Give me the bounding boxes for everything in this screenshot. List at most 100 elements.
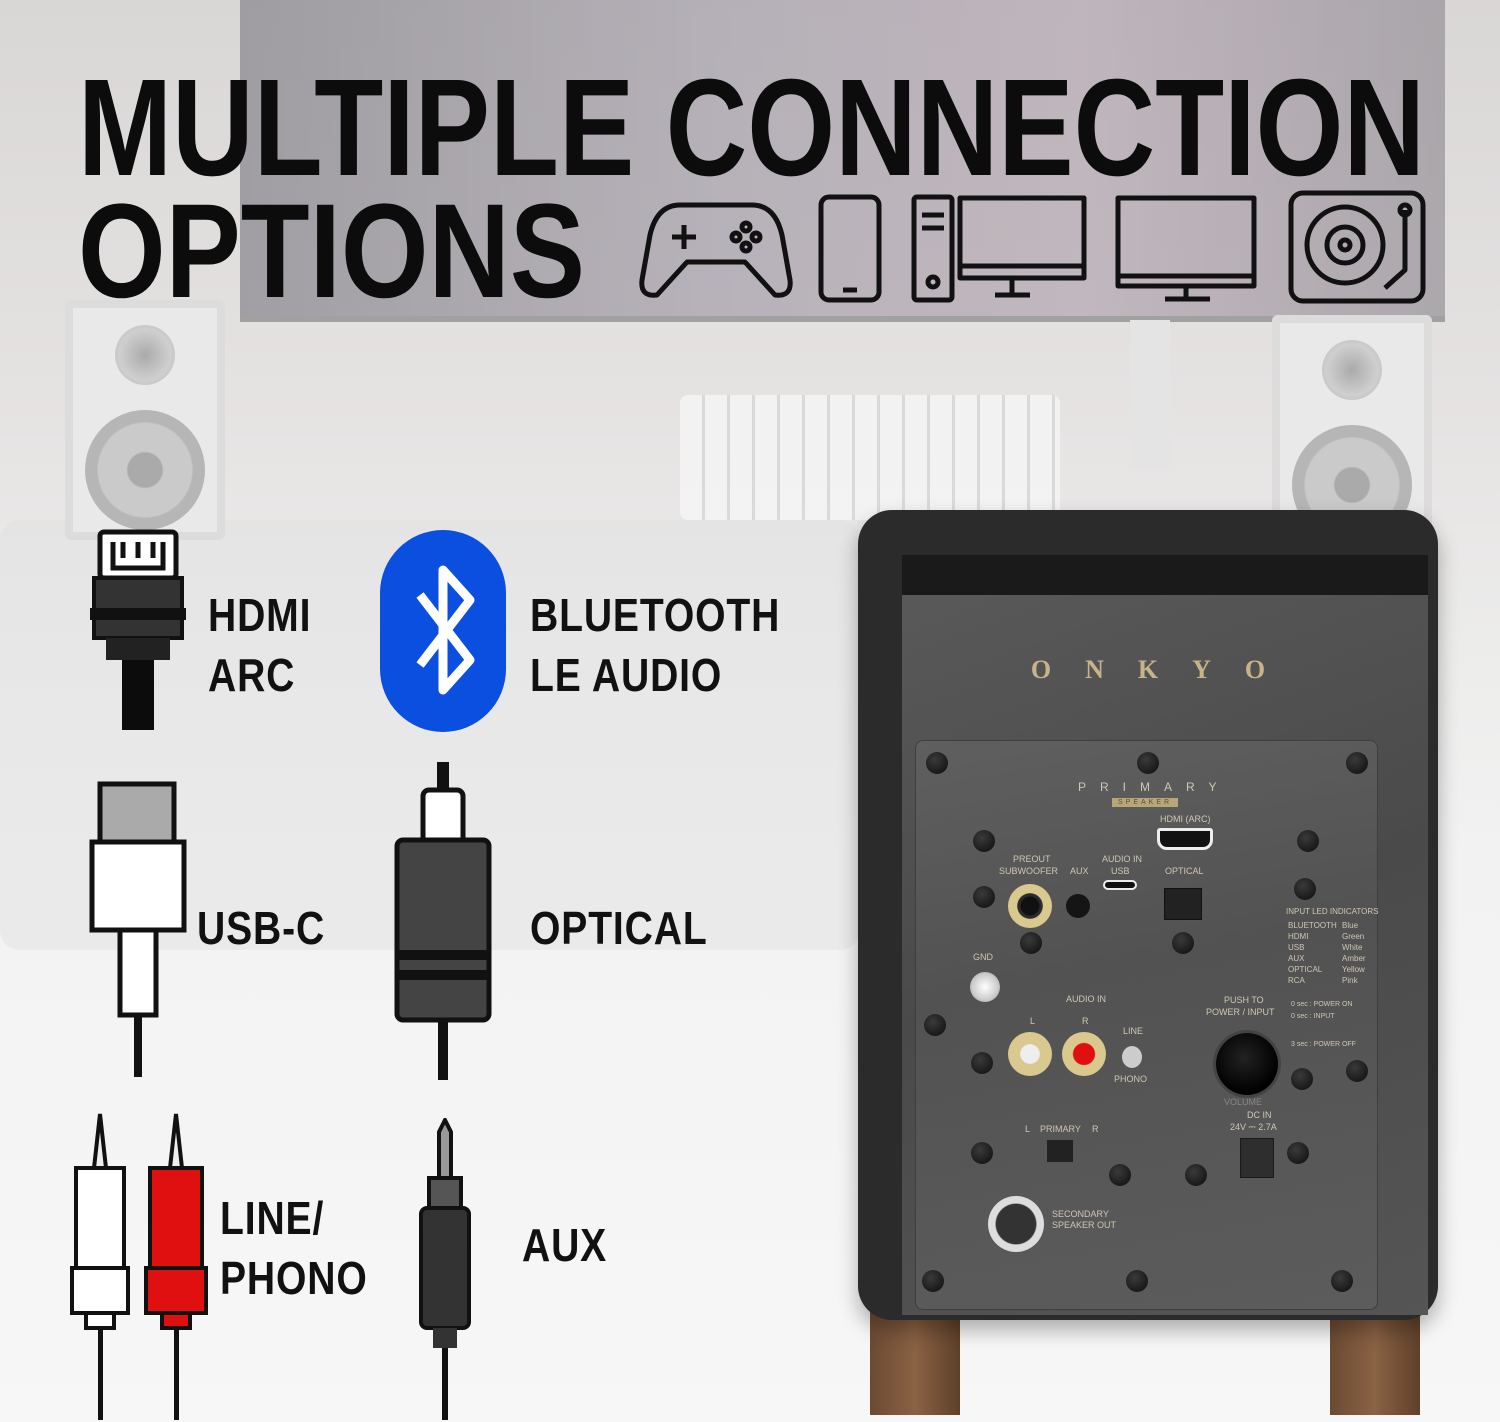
turntable-icon [1288,190,1426,304]
power-input-label: POWER / INPUT [1206,1007,1275,1017]
led-color: Blue [1342,921,1359,930]
volume-label: VOLUME [1224,1097,1263,1107]
background-monitor-stand [1130,320,1170,470]
dc-in-label: DC IN [1247,1110,1272,1120]
screw [1294,878,1316,900]
background-speaker-left [65,300,225,540]
speaker-stand-right [1330,1310,1420,1415]
hdmi-label-line2: ARC [208,649,296,701]
screw [973,830,995,852]
rca-right-port[interactable] [1062,1032,1106,1076]
screw [1291,1068,1313,1090]
usb-port-label: USB [1111,866,1130,876]
hdmi-port-label: HDMI (ARC) [1160,814,1211,824]
aux-jack-icon [419,1118,471,1420]
led-input: RCA [1288,976,1305,985]
screw [924,1014,946,1036]
speaker-stand-left [870,1310,960,1415]
bluetooth-label-line2: LE AUDIO [530,649,723,701]
speaker-top-slot [902,555,1428,595]
rca-left-port[interactable] [1008,1032,1052,1076]
subwoofer-label: SUBWOOFER [999,866,1059,876]
connector-plate [915,740,1378,1310]
screw [1331,1270,1353,1292]
usb-c-plug-icon [89,781,187,1077]
left-label: L [1030,1016,1036,1026]
input-note: 0 sec : INPUT [1291,1013,1335,1020]
screw [1020,932,1042,954]
optical-port[interactable] [1164,888,1202,920]
hdmi-plug-icon [90,529,186,730]
bluetooth-label-line1: BLUETOOTH [530,589,781,641]
led-input: OPTICAL [1288,965,1323,974]
dc-in-port[interactable] [1240,1138,1274,1178]
screw [973,886,995,908]
subwoofer-port[interactable] [1008,884,1052,928]
usb-c-port[interactable] [1103,880,1137,890]
selector-primary-label: PRIMARY [1040,1124,1081,1134]
selector-left-label: L [1025,1124,1031,1134]
line-phono-label-line2: PHONO [220,1252,368,1304]
aux-label: AUX [522,1219,608,1271]
smartphone-icon [818,194,882,303]
background-speaker-right [1272,315,1432,555]
screw [926,752,948,774]
line-phono-label: LINE/PHONO [220,1188,368,1308]
audio-in-label: AUDIO IN [1066,994,1107,1004]
hdmi-label: HDMI ARC [208,585,311,705]
secondary-speaker-out-port[interactable] [988,1196,1044,1252]
gnd-label: GND [973,952,993,962]
optical-label: OPTICAL [530,902,708,954]
screw [1109,1164,1131,1186]
power-on-note: 0 sec : POWER ON [1291,1001,1353,1008]
led-color: Amber [1342,954,1366,963]
desktop-pc-icon [911,194,1087,303]
line-label: LINE [1123,1026,1144,1036]
screw [1346,1060,1368,1082]
preout-label: PREOUT [1013,854,1051,864]
optical-plug-icon [394,762,492,1080]
screw [1297,830,1319,852]
secondary-label-2: SPEAKER OUT [1052,1220,1117,1230]
screw [922,1270,944,1292]
secondary-label-1: SECONDARY [1052,1209,1109,1219]
screw [971,1142,993,1164]
line-phono-label-line1: LINE/ [220,1192,325,1244]
bluetooth-icon [380,530,506,732]
line-phono-switch[interactable] [1122,1046,1142,1068]
led-input: AUX [1288,954,1305,963]
volume-knob[interactable] [1216,1033,1278,1095]
aux-port-label: AUX [1070,866,1089,876]
hdmi-label-line1: HDMI [208,589,312,641]
headline-line2: OPTIONS [78,177,585,310]
screw [1137,752,1159,774]
optical-port-label: OPTICAL [1165,866,1204,876]
led-color: Green [1342,932,1365,941]
audio-in-top-label: AUDIO IN [1102,854,1143,864]
led-color: Yellow [1342,965,1365,974]
screw [1287,1142,1309,1164]
led-input: BLUETOOTH [1288,921,1337,930]
headline: MULTIPLE CONNECTION OPTIONS [78,51,1426,310]
background-monitor [240,0,1445,322]
led-color: Pink [1342,976,1358,985]
dc-spec-label: 24V ⎓ 2.7A [1230,1122,1277,1132]
background-keyboard [680,395,1060,520]
screw [1346,752,1368,774]
led-input: USB [1288,943,1305,952]
screw [1185,1164,1207,1186]
gamepad-icon [639,202,793,298]
hdmi-port[interactable] [1157,828,1213,850]
usb-c-label: USB-C [197,902,326,954]
led-color: White [1342,943,1363,952]
monitor-icon [1115,195,1257,302]
phono-label: PHONO [1114,1074,1148,1084]
right-label: R [1082,1016,1089,1026]
primary-label: PRIMARY [1078,780,1231,794]
gnd-terminal[interactable] [970,972,1000,1002]
aux-port[interactable] [1066,894,1090,918]
screw [971,1052,993,1074]
selector-right-label: R [1092,1124,1099,1134]
primary-selector-switch[interactable] [1047,1140,1073,1162]
